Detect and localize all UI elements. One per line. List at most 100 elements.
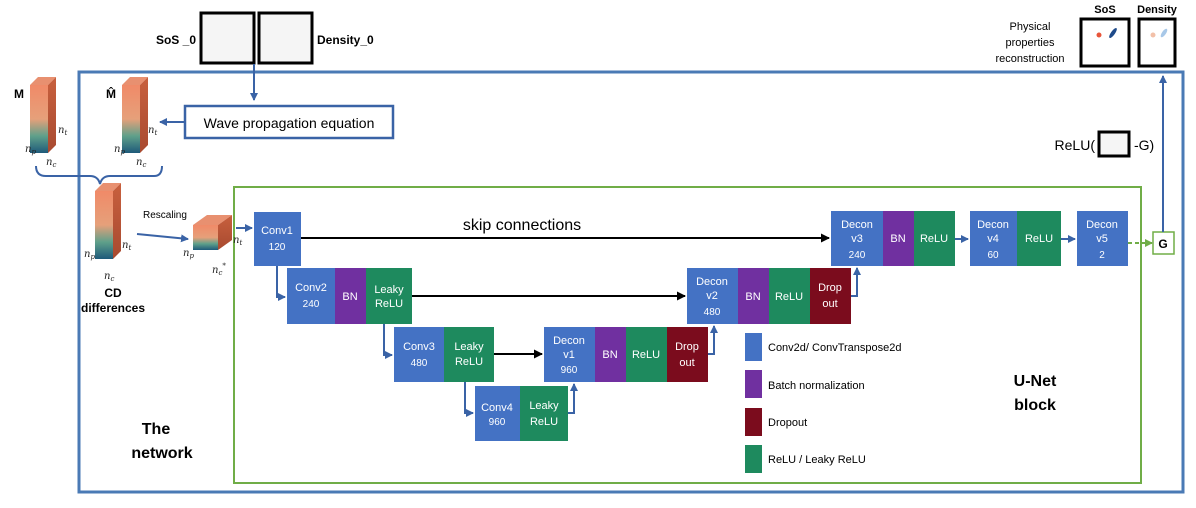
tensor-m-nt: nt <box>58 125 67 137</box>
conv2-to-conv3-arrow <box>383 324 393 359</box>
conv4-leaky-block <box>520 386 568 441</box>
deconv2-dropout-block <box>810 268 851 324</box>
legend-swatch-bn <box>745 370 762 398</box>
wave-equation-label: Wave propagation equation <box>204 115 375 131</box>
tensor-m-np: np <box>25 144 36 156</box>
legend-swatch-conv <box>745 333 762 361</box>
deconv2-name-2: v2 <box>706 290 718 302</box>
network-label-2: network <box>131 445 192 462</box>
conv2-block <box>287 268 335 324</box>
rescaling-label: Rescaling <box>143 210 187 221</box>
deconv4-channels: 60 <box>987 250 999 261</box>
tensor-cd-np: np <box>84 249 95 261</box>
recon-label-1: Physical <box>1010 21 1051 33</box>
tensor-small-nc: nc* <box>212 262 226 277</box>
deconv3-relu-block <box>914 211 955 266</box>
conv2-channels: 240 <box>303 299 320 310</box>
conv3-leaky-1: Leaky <box>454 341 484 353</box>
legend-label-bn: Batch normalization <box>768 380 865 392</box>
conv2-leaky-block <box>366 268 412 324</box>
deconv1-bn-label: BN <box>602 349 617 361</box>
conv4-leaky-1: Leaky <box>529 400 559 412</box>
conv2-bn-label: BN <box>342 291 357 303</box>
conv3-to-conv4-arrow <box>464 382 474 417</box>
network-label-1: The <box>142 421 171 438</box>
tensor-cd-nt: nt <box>122 240 131 252</box>
tensor-m-label: M <box>14 87 24 101</box>
density-inclusion-dot <box>1150 32 1156 38</box>
conv4-leaky-2: ReLU <box>530 416 558 428</box>
tensor-small-np: np <box>183 248 194 260</box>
deconv2-name-1: Decon <box>696 276 728 288</box>
conv2-name: Conv2 <box>295 282 327 294</box>
density0-image <box>257 11 314 65</box>
deconv1-name-1: Decon <box>553 335 585 347</box>
deconv2-to-deconv3-arrow <box>851 267 861 297</box>
deconv1-dropout-block <box>667 327 708 382</box>
tensor-cd-nc: nc <box>104 271 114 283</box>
recon-label-3: reconstruction <box>995 53 1064 65</box>
deconv5-name-1: Decon <box>1086 219 1118 231</box>
sos0-label: SoS _0 <box>156 33 196 47</box>
conv3-channels: 480 <box>411 358 428 369</box>
legend-swatch-dropout <box>745 408 762 436</box>
output-density-label: Density <box>1137 4 1178 16</box>
tensor-cd <box>95 183 121 259</box>
deconv2-drop-1: Drop <box>818 282 842 294</box>
conv1-channels: 120 <box>269 242 286 253</box>
output-sos-label: SoS <box>1094 4 1115 16</box>
tensor-mhat <box>122 77 148 153</box>
conv4-to-deconv1-arrow <box>568 383 578 414</box>
skip-connections-label: skip connections <box>463 217 581 234</box>
deconv3-name-1: Decon <box>841 219 873 231</box>
deconv4-block <box>970 211 1017 266</box>
wave-equation-box <box>183 104 395 140</box>
conv3-leaky-block <box>444 327 494 382</box>
conv1-block <box>254 212 301 266</box>
deconv1-relu-label: ReLU <box>632 349 660 361</box>
output-sos-image <box>1079 17 1131 68</box>
output-density-image <box>1137 17 1177 68</box>
tensor-mhat-nt: nt <box>148 125 157 137</box>
cd-title-2: differences <box>81 301 145 315</box>
unet-border <box>233 186 1142 484</box>
sos0-image <box>199 11 256 65</box>
recon-label-2: properties <box>1006 37 1055 49</box>
deconv4-relu-label: ReLU <box>1025 233 1053 245</box>
tensor-small-nt: nt <box>233 235 242 247</box>
deconv4-name-1: Decon <box>977 219 1009 231</box>
deconv3-name-2: v3 <box>851 233 863 245</box>
conv2-leaky-2: ReLU <box>375 298 403 310</box>
tensor-mhat-label: M̂ <box>106 86 116 101</box>
unet-label-2: block <box>1014 397 1056 414</box>
deconv4-name-2: v4 <box>987 233 999 245</box>
relu-g-box <box>1097 130 1131 158</box>
relu-g-suffix: -G) <box>1134 137 1154 153</box>
conv2-bn-block <box>335 268 366 324</box>
conv2-leaky-1: Leaky <box>374 284 404 296</box>
difference-brace <box>35 165 163 185</box>
deconv5-channels: 2 <box>1099 250 1105 261</box>
deconv3-block <box>831 211 883 266</box>
legend-label-conv: Conv2d/ ConvTranspose2d <box>768 342 902 354</box>
conv4-channels: 960 <box>489 417 506 428</box>
deconv2-relu-block <box>769 268 810 324</box>
conv3-leaky-2: ReLU <box>455 356 483 368</box>
tensor-mhat-np: np <box>114 144 125 156</box>
relu-g-prefix: ReLU( <box>1055 137 1096 153</box>
conv1-to-conv2-arrow <box>276 266 286 301</box>
deconv4-relu-block <box>1017 211 1061 266</box>
deconv2-channels: 480 <box>704 307 721 318</box>
sos-inclusion-dot <box>1096 32 1102 38</box>
conv1-name: Conv1 <box>261 225 293 237</box>
density-inclusion-streak <box>1160 28 1168 38</box>
cd-title-1: CD <box>104 286 122 300</box>
rescaling-arrow <box>136 233 189 243</box>
sos-inclusion-streak <box>1109 27 1117 39</box>
legend-swatch-relu <box>745 445 762 473</box>
deconv1-block <box>544 327 595 382</box>
unet-label-1: U-Net <box>1014 373 1057 390</box>
tensor-m <box>30 77 56 153</box>
deconv1-bn-block <box>595 327 626 382</box>
